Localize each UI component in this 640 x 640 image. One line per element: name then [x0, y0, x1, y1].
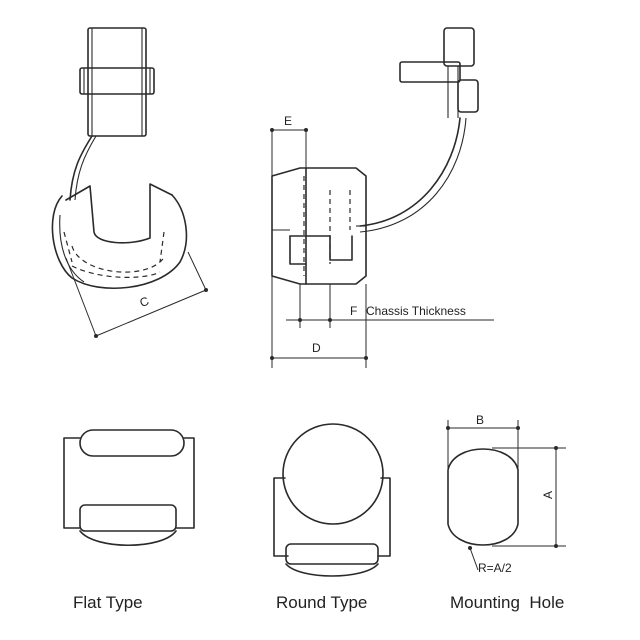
chassis-thickness-label: Chassis Thickness	[366, 304, 466, 318]
round-type-view	[273, 423, 391, 577]
radius-note: R=A/2	[478, 561, 512, 575]
dimension-d-label: D	[312, 341, 321, 355]
flat-type-caption: Flat Type	[73, 593, 143, 612]
mounted-section-view: E D F Chassis Thickness	[270, 27, 494, 368]
plug-side-view: C	[51, 27, 208, 338]
round-type-caption: Round Type	[276, 593, 367, 612]
dimension-f-label: F	[350, 304, 357, 318]
dimension-b-label: B	[476, 413, 484, 427]
flat-type-view	[63, 429, 195, 546]
dimension-c-label: C	[138, 294, 152, 310]
dimension-a-label: A	[541, 491, 555, 499]
mounting-hole-caption: Mounting Hole	[450, 593, 564, 612]
dimension-e-label: E	[284, 114, 292, 128]
mounting-hole-view: B A R=A/2	[446, 413, 566, 575]
